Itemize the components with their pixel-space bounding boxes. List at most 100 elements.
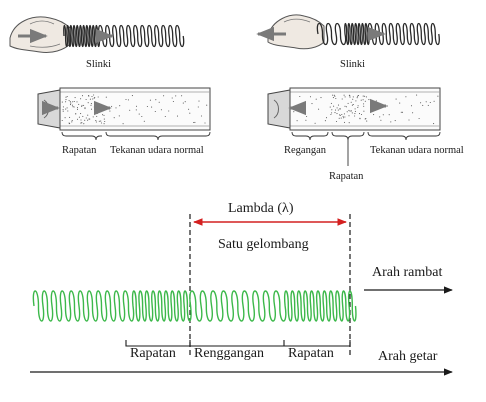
air-particle — [412, 112, 413, 113]
air-particle — [111, 106, 112, 107]
air-particle — [99, 105, 100, 106]
air-particle — [67, 107, 68, 108]
air-particle — [433, 123, 434, 124]
air-particle — [72, 105, 73, 106]
air-particle — [65, 109, 66, 110]
air-particle — [343, 116, 344, 117]
air-particle — [181, 95, 182, 96]
air-particle — [106, 97, 107, 98]
left-pressure-label: Tekanan udara normal — [110, 146, 204, 157]
air-particle — [123, 123, 124, 124]
air-particle — [420, 102, 421, 103]
air-particle — [343, 117, 344, 118]
air-particle — [349, 95, 350, 96]
air-particle — [177, 116, 178, 117]
air-particle — [344, 122, 345, 123]
air-particle — [347, 111, 348, 112]
air-particle — [84, 108, 85, 109]
air-particle — [67, 96, 68, 97]
air-particle — [71, 121, 72, 122]
air-particle — [355, 100, 356, 101]
air-particle — [75, 97, 76, 98]
air-particle — [296, 110, 297, 111]
right-pressure-label: Tekanan udara normal — [370, 146, 464, 157]
left-pressure-brace — [106, 132, 210, 140]
air-particle — [161, 109, 162, 110]
air-particle — [359, 113, 360, 114]
air-particle — [88, 95, 89, 96]
left-compression-label: Rapatan — [62, 146, 96, 157]
air-particle — [96, 116, 97, 117]
air-particle — [98, 96, 99, 97]
air-particle — [422, 105, 423, 106]
right-compression-label: Rapatan — [329, 172, 363, 183]
air-particle — [365, 118, 366, 119]
air-particle — [168, 110, 169, 111]
air-particle — [84, 120, 85, 121]
air-particle — [338, 105, 339, 106]
air-particle — [334, 96, 335, 97]
air-particle — [331, 103, 332, 104]
left-tube-illustration — [38, 88, 210, 130]
air-particle — [204, 122, 205, 123]
air-particle — [70, 104, 71, 105]
air-particle — [69, 123, 70, 124]
vibration-label: Arah getar — [378, 350, 437, 364]
air-particle — [390, 121, 391, 122]
air-particle — [173, 101, 174, 102]
air-particle — [72, 101, 73, 102]
air-particle — [405, 96, 406, 97]
air-particle — [80, 113, 81, 114]
air-particle — [91, 96, 92, 97]
air-particle — [206, 105, 207, 106]
air-particle — [139, 114, 140, 115]
air-particle — [350, 111, 351, 112]
right-pressure-brace — [368, 132, 440, 140]
air-particle — [389, 114, 390, 115]
air-particle — [363, 96, 364, 97]
air-particle — [331, 112, 332, 113]
air-particle — [336, 121, 337, 122]
air-particle — [97, 113, 98, 114]
air-particle — [92, 98, 93, 99]
air-particle — [363, 106, 364, 107]
air-particle — [373, 114, 374, 115]
air-particle — [411, 105, 412, 106]
air-particle — [155, 111, 156, 112]
air-particle — [81, 105, 82, 106]
air-particle — [348, 115, 349, 116]
air-particle — [316, 99, 317, 100]
air-particle — [94, 98, 95, 99]
air-particle — [185, 101, 186, 102]
air-particle — [342, 98, 343, 99]
air-particle — [333, 97, 334, 98]
air-particle — [340, 108, 341, 109]
air-particle — [183, 103, 184, 104]
air-particle — [87, 120, 88, 121]
air-particle — [358, 95, 359, 96]
air-particle — [62, 102, 63, 103]
air-particle — [339, 118, 340, 119]
air-particle — [165, 116, 166, 117]
air-particle — [344, 113, 345, 114]
left-slinky-coil — [64, 26, 184, 47]
left-slinky-label: Slinki — [86, 60, 111, 71]
right-slinky-illustration — [258, 15, 439, 49]
air-particle — [297, 120, 298, 121]
air-particle — [315, 123, 316, 124]
right-slinky-label: Slinki — [340, 60, 365, 71]
air-particle — [201, 115, 202, 116]
air-particle — [335, 98, 336, 99]
air-particle — [396, 99, 397, 100]
air-particle — [359, 118, 360, 119]
air-particle — [344, 95, 345, 96]
air-particle — [355, 111, 356, 112]
air-particle — [331, 109, 332, 110]
air-particle — [419, 118, 420, 119]
air-particle — [65, 99, 66, 100]
air-particle — [353, 104, 354, 105]
air-particle — [101, 122, 102, 123]
air-particle — [69, 100, 70, 101]
air-particle — [132, 95, 133, 96]
air-particle — [320, 97, 321, 98]
